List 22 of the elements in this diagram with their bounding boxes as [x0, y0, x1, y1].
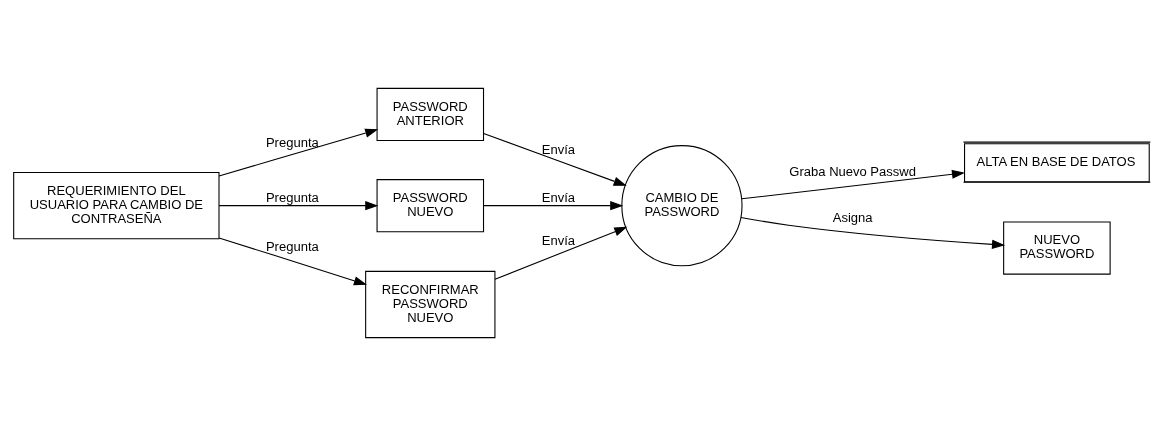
node-box: PASSWORD NUEVO	[376, 179, 485, 233]
node-circle: CAMBIO DE PASSWORD	[621, 145, 743, 267]
arrow	[218, 237, 367, 286]
arrow	[483, 201, 624, 211]
node-box: REQUERIMIENTO DEL USUARIO PARA CAMBIO DE CONTRASEÑA	[13, 172, 220, 240]
arrow	[494, 226, 628, 280]
edge-label: Pregunta	[265, 134, 319, 150]
edge-label: Pregunta	[265, 189, 319, 205]
edge-label: Asigna	[832, 209, 873, 225]
edge-label: Envía	[541, 142, 576, 158]
arrow	[218, 201, 379, 211]
edge-label: Graba Nuevo Passwd	[789, 163, 916, 179]
edge-label: Pregunta	[265, 238, 319, 254]
node-box: NUEVO PASSWORD	[1003, 221, 1111, 275]
arrow	[483, 133, 627, 186]
arrow	[218, 128, 379, 177]
node-box: RECONFIRMAR PASSWORD NUEVO	[365, 270, 496, 339]
edge-label: Envía	[541, 233, 576, 249]
arrow	[741, 169, 965, 200]
arrow	[740, 216, 1006, 249]
edge-label: Envía	[541, 189, 576, 205]
node-box: PASSWORD ANTERIOR	[376, 87, 485, 142]
